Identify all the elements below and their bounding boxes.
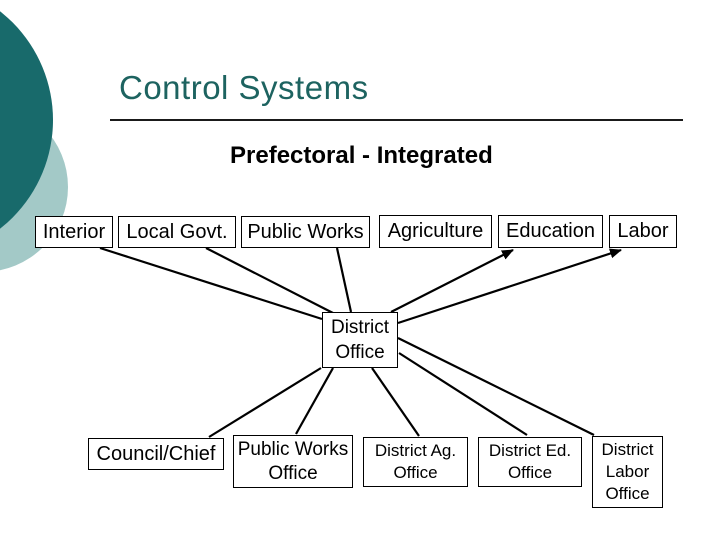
slide-subtitle: Prefectoral - Integrated	[230, 142, 493, 169]
connector-district-ed-office	[398, 352, 528, 436]
connector-district-education-arrow	[390, 249, 514, 313]
node-district-ed-office: District Ed. Office	[478, 437, 582, 487]
node-district-labor-office: District Labor Office	[592, 436, 663, 508]
node-council-chief: Council/Chief	[88, 438, 224, 470]
title-underline	[110, 119, 683, 121]
connector-district-ag-office	[371, 367, 420, 437]
node-district-ag-office: District Ag. Office	[363, 437, 468, 487]
connector-district-labor-office	[397, 337, 595, 436]
node-local-govt: Local Govt.	[118, 216, 236, 248]
slide-title: Control Systems	[119, 69, 369, 106]
connector-district-council-chief	[208, 367, 322, 438]
node-agriculture: Agriculture	[379, 215, 492, 248]
connector-district-labor-arrow	[397, 248, 622, 325]
connector-interior-district	[99, 246, 323, 321]
connector-district-public-works-office	[295, 367, 334, 435]
node-public-works-office: Public Works Office	[233, 435, 353, 488]
node-education: Education	[498, 215, 603, 248]
connector-public-works-district	[335, 247, 353, 313]
node-interior: Interior	[35, 216, 113, 248]
node-district-office: District Office	[322, 312, 398, 368]
node-public-works: Public Works	[241, 216, 370, 248]
node-labor: Labor	[609, 215, 677, 248]
connector-local-govt-district	[205, 247, 334, 314]
